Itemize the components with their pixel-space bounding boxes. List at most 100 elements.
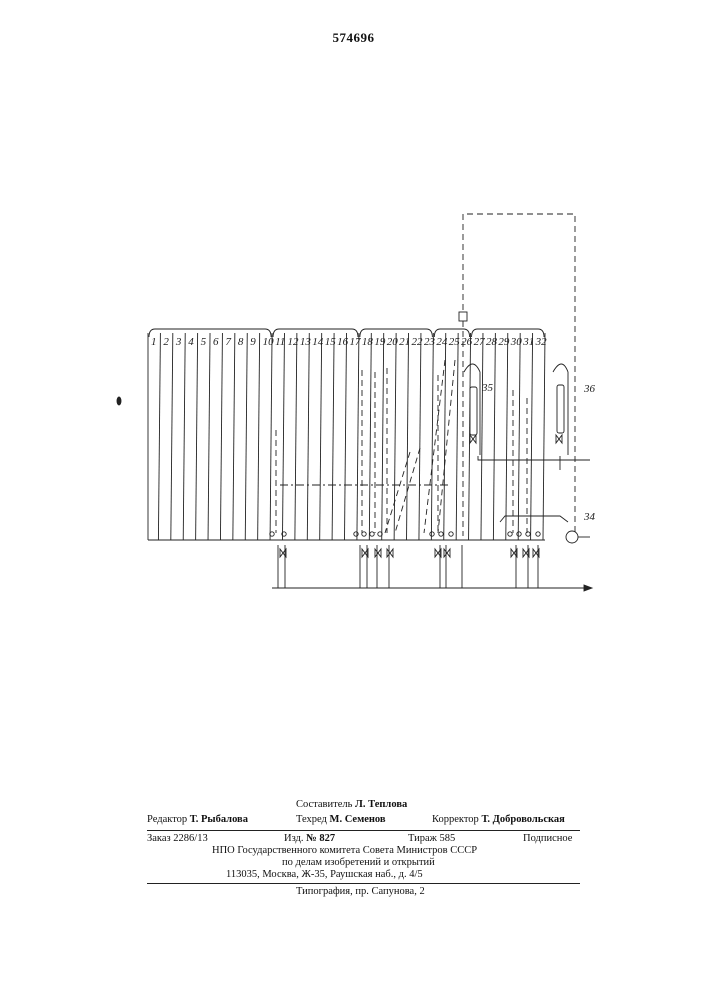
column-number: 27 bbox=[474, 336, 486, 348]
valve-symbol bbox=[444, 549, 450, 557]
flask-35 bbox=[470, 387, 477, 435]
valve-symbol bbox=[387, 549, 393, 557]
circulation: Тираж 585 bbox=[408, 833, 455, 844]
outlet-circle bbox=[362, 532, 366, 536]
tech-editor-line: Техред М. Семенов bbox=[296, 814, 386, 825]
column-divider bbox=[332, 333, 334, 540]
connector-34 bbox=[500, 516, 568, 522]
column-number: 29 bbox=[498, 336, 510, 348]
column-group bbox=[148, 333, 545, 540]
compiler-line: Составитель Л. Теплова bbox=[296, 799, 407, 810]
column-divider bbox=[382, 333, 384, 540]
callout-label: 34 bbox=[583, 511, 596, 523]
solid-header-line bbox=[478, 456, 590, 460]
column-divider bbox=[282, 333, 284, 540]
loop-pipe-35 bbox=[464, 364, 480, 455]
edition-line: Изд. № 827 bbox=[284, 833, 335, 844]
technical-diagram: 1234567891011121314151617181920212223242… bbox=[0, 0, 707, 720]
column-divider bbox=[419, 333, 421, 540]
column-number: 30 bbox=[510, 336, 523, 348]
outlet-circle bbox=[370, 532, 374, 536]
column-number: 21 bbox=[399, 336, 410, 348]
column-divider bbox=[394, 333, 396, 540]
pump-34 bbox=[566, 531, 578, 543]
outlet-circle bbox=[536, 532, 540, 536]
column-number: 18 bbox=[362, 336, 374, 348]
valve-symbol bbox=[556, 435, 562, 443]
column-number: 32 bbox=[535, 336, 548, 348]
column-divider bbox=[307, 333, 309, 540]
dashed-diagonal bbox=[438, 360, 455, 533]
flask-36 bbox=[557, 385, 564, 433]
column-number: 5 bbox=[201, 336, 207, 348]
column-number: 13 bbox=[300, 336, 312, 348]
column-divider bbox=[506, 333, 508, 540]
edition-value: № 827 bbox=[306, 833, 335, 844]
column-number: 9 bbox=[250, 336, 256, 348]
column-divider bbox=[245, 333, 247, 540]
column-number: 17 bbox=[350, 336, 362, 348]
compiler-label: Составитель bbox=[296, 799, 352, 810]
feed-box bbox=[459, 312, 467, 321]
column-divider bbox=[543, 333, 545, 540]
column-number: 11 bbox=[275, 336, 285, 348]
outlet-circle bbox=[430, 532, 434, 536]
divider bbox=[147, 883, 580, 884]
column-divider bbox=[233, 333, 235, 540]
column-number: 8 bbox=[238, 336, 244, 348]
callout-label: 35 bbox=[481, 382, 494, 394]
column-divider bbox=[518, 333, 520, 540]
column-number: 4 bbox=[188, 336, 194, 348]
edition-label: Изд. bbox=[284, 833, 304, 844]
column-divider bbox=[456, 333, 458, 540]
subscription: Подписное bbox=[523, 833, 572, 844]
ink-mark bbox=[117, 397, 121, 405]
outlet-circle bbox=[354, 532, 358, 536]
column-divider bbox=[481, 333, 483, 540]
column-divider bbox=[270, 333, 272, 540]
tech-editor-label: Техред bbox=[296, 814, 327, 825]
column-number: 28 bbox=[486, 336, 498, 348]
dashed-diagonal bbox=[424, 360, 445, 533]
dashed-diagonal bbox=[385, 452, 410, 533]
compiler-name: Л. Теплова bbox=[355, 799, 407, 810]
org-line-1: НПО Государственного комитета Совета Мин… bbox=[212, 845, 477, 856]
outlet-circle bbox=[449, 532, 453, 536]
column-number: 1 bbox=[151, 336, 157, 348]
pipe-lines bbox=[117, 214, 592, 591]
column-divider bbox=[158, 333, 160, 540]
column-divider bbox=[196, 333, 198, 540]
column-number: 23 bbox=[424, 336, 436, 348]
column-number: 7 bbox=[225, 336, 231, 348]
column-divider bbox=[493, 333, 495, 540]
column-number: 19 bbox=[374, 336, 386, 348]
valve-symbol bbox=[375, 549, 381, 557]
column-divider bbox=[208, 333, 210, 540]
column-divider bbox=[171, 333, 173, 540]
column-divider bbox=[320, 333, 322, 540]
tech-editor-name: М. Семенов bbox=[330, 814, 386, 825]
address: 113035, Москва, Ж-35, Раушская наб., д. … bbox=[226, 869, 423, 880]
callout-label: 36 bbox=[583, 383, 596, 395]
column-number: 24 bbox=[436, 336, 448, 348]
column-number: 16 bbox=[337, 336, 349, 348]
column-divider bbox=[357, 333, 359, 540]
corrector-line: Корректор Т. Добровольская bbox=[432, 814, 565, 825]
org-line-2: по делам изобретений и открытий bbox=[282, 857, 435, 868]
outlet-circle bbox=[517, 532, 521, 536]
collector-arrow bbox=[584, 585, 592, 591]
column-number: 31 bbox=[522, 336, 534, 348]
column-number: 10 bbox=[263, 336, 275, 348]
printer: Типография, пр. Сапунова, 2 bbox=[296, 886, 425, 897]
column-divider bbox=[220, 333, 222, 540]
column-divider bbox=[369, 333, 371, 540]
valve-symbol bbox=[470, 435, 476, 443]
corrector-label: Корректор bbox=[432, 814, 479, 825]
column-divider bbox=[345, 333, 347, 540]
editor-name: Т. Рыбалова bbox=[190, 814, 248, 825]
column-divider bbox=[258, 333, 260, 540]
divider bbox=[147, 830, 580, 831]
column-number: 22 bbox=[412, 336, 424, 348]
column-divider bbox=[431, 333, 433, 540]
column-number: 20 bbox=[387, 336, 399, 348]
